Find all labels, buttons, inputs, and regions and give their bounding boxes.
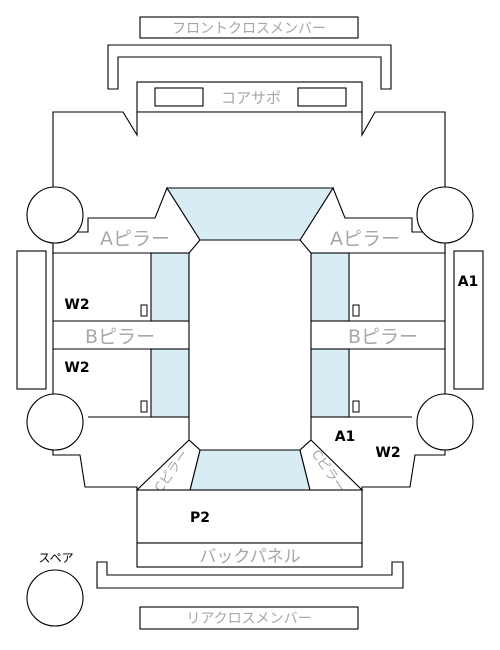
trunk-area	[136, 489, 363, 544]
a-pillar-right-label: Aピラー	[330, 228, 400, 250]
core-support-label: コアサポ	[221, 89, 281, 107]
mark-w2-left-front: W2	[64, 297, 89, 313]
mark-a1-right-rear: A1	[335, 429, 356, 445]
a-pillar-left-label: Aピラー	[100, 228, 170, 250]
core-support-left-slot	[154, 87, 204, 107]
right-rear-door-handle	[352, 400, 360, 413]
roof	[188, 239, 312, 451]
spare-tire	[26, 569, 84, 627]
rear-left-wheel	[26, 393, 84, 451]
back-panel-box	[136, 542, 363, 568]
front-cross-member-label: フロントクロスメンバー	[172, 21, 326, 37]
rear-right-wheel	[416, 393, 474, 451]
b-pillar-right-label: Bピラー	[348, 326, 418, 348]
right-front-door-handle	[352, 304, 360, 317]
rear-cross-member-box	[139, 606, 359, 630]
left-rear-door-handle	[140, 400, 148, 413]
left-rear-window	[150, 348, 190, 418]
front-cross-member-bracket	[107, 44, 392, 90]
mark-w2-left-rear: W2	[64, 360, 89, 376]
right-side-sill	[453, 250, 484, 390]
mark-a1-right-side: A1	[458, 274, 479, 290]
right-rear-window	[310, 348, 350, 418]
front-cross-member-box	[139, 16, 359, 39]
left-front-window	[150, 252, 190, 322]
back-panel-label: バックパネル	[199, 547, 300, 567]
mark-w2-right-rear: W2	[375, 445, 400, 461]
right-front-window	[310, 252, 350, 322]
front-left-wheel	[26, 186, 84, 244]
spare-label: スペア	[38, 551, 73, 565]
front-right-wheel	[416, 186, 474, 244]
rear-cross-member-label: リアクロスメンバー	[186, 611, 311, 627]
left-side-sill	[16, 250, 47, 390]
b-pillar-left-label: Bピラー	[85, 326, 155, 348]
left-front-door-handle	[140, 304, 148, 317]
rear-window	[189, 449, 311, 491]
mark-p2: P2	[190, 510, 210, 526]
rear-cross-member-bracket	[96, 561, 404, 589]
core-support-right-slot	[297, 87, 347, 107]
